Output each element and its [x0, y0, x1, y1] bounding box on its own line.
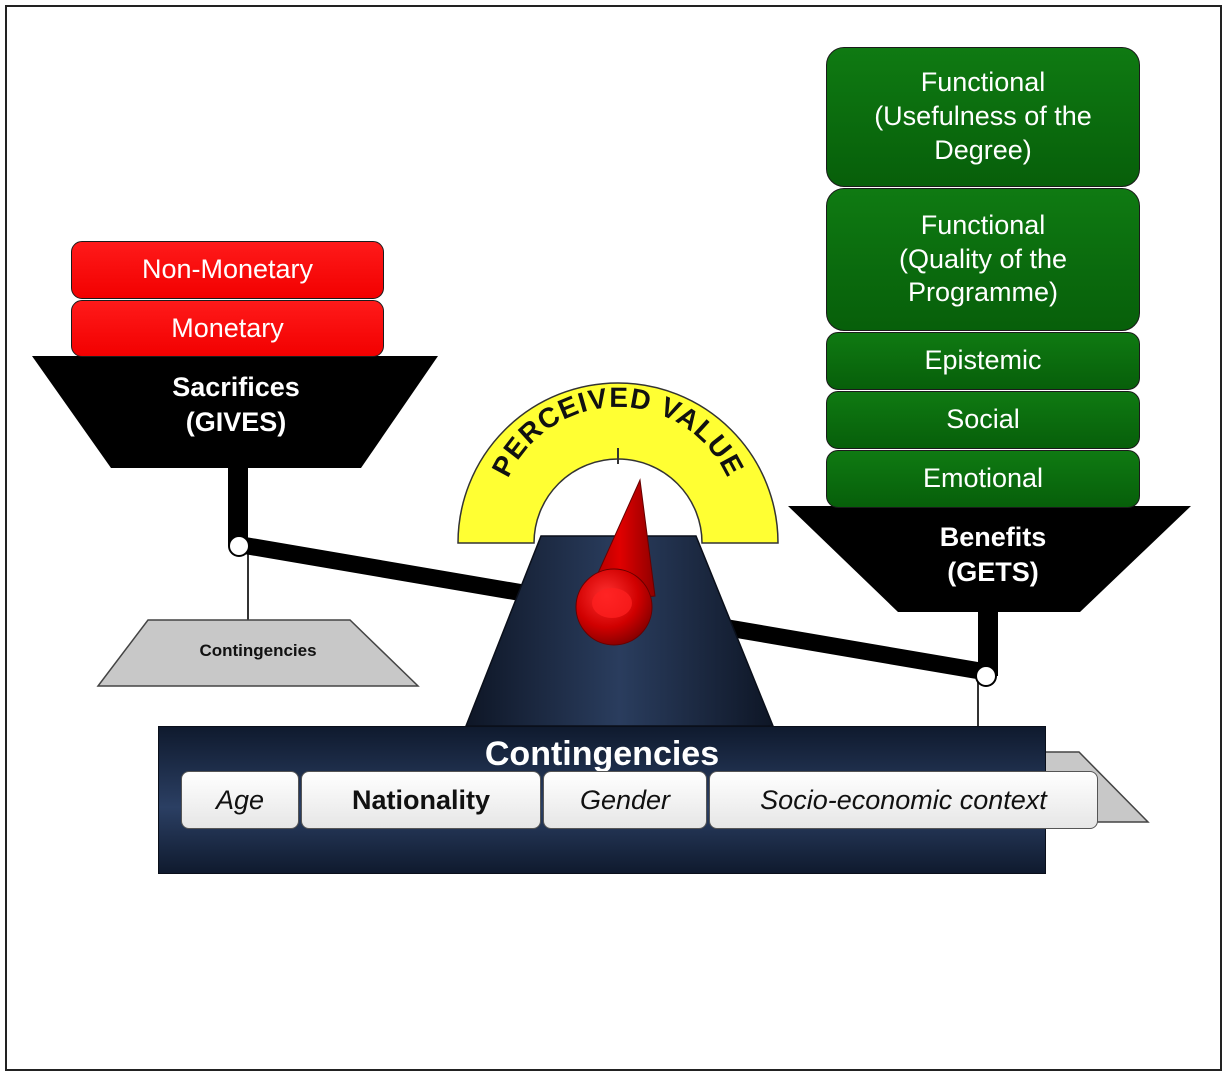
benefit-line: Functional — [920, 67, 1046, 98]
chip-socio-economic-context: Socio-economic context — [709, 771, 1098, 829]
chip-label: Age — [215, 784, 265, 815]
sacrifice-block-monetary: Monetary — [71, 300, 384, 357]
chip-age: Age — [181, 771, 299, 829]
right-pan-post — [978, 610, 998, 676]
sacrifice-block-non-monetary: Non-Monetary — [71, 241, 384, 299]
benefits-title: Benefits — [939, 522, 1047, 552]
benefit-block-social: Social — [826, 391, 1140, 449]
benefits-pan-label: Benefits (GETS) — [868, 520, 1118, 590]
perceived-value-gauge — [457, 382, 779, 544]
base-contingencies-title: Contingencies — [484, 735, 720, 773]
base-contingencies-box: Contingencies Age Nationality Gender Soc… — [158, 726, 1098, 874]
benefit-line: Degree) — [934, 134, 1032, 165]
benefit-block-emotional: Emotional — [826, 450, 1140, 508]
right-pivot — [975, 665, 997, 687]
left-contingencies-label: Contingencies — [199, 641, 317, 660]
chip-label: Nationality — [351, 784, 491, 815]
benefits-subtitle: (GETS) — [947, 557, 1039, 588]
benefit-block-functional-quality: Functional (Quality of the Programme) — [826, 188, 1140, 331]
sacrifices-title: Sacrifices — [172, 372, 300, 402]
benefit-line: Emotional — [922, 463, 1044, 494]
benefit-line: (Quality of the — [898, 243, 1068, 274]
chip-gender: Gender — [543, 771, 707, 829]
sacrifice-label: Non-Monetary — [141, 254, 314, 285]
sacrifice-label: Monetary — [171, 312, 284, 343]
benefits-pan — [788, 506, 1191, 612]
left-contingencies-weight — [96, 619, 420, 687]
benefit-line: Functional — [920, 209, 1046, 240]
chip-nationality: Nationality — [301, 771, 541, 829]
sacrifices-pan-label: Sacrifices (GIVES) — [111, 370, 361, 440]
benefit-line: Social — [946, 404, 1020, 435]
benefit-line: Epistemic — [924, 345, 1042, 376]
left-pivot — [228, 535, 250, 557]
chip-label: Gender — [579, 784, 671, 815]
benefit-block-epistemic: Epistemic — [826, 332, 1140, 390]
benefit-line: Programme) — [907, 277, 1058, 308]
benefit-line: (Usefulness of the — [874, 101, 1092, 132]
sacrifices-subtitle: (GIVES) — [185, 407, 287, 438]
left-pan-post — [228, 466, 248, 546]
sacrifices-pan — [32, 356, 438, 468]
chip-label: Socio-economic context — [760, 784, 1047, 815]
benefit-block-functional-usefulness: Functional (Usefulness of the Degree) — [826, 47, 1140, 187]
